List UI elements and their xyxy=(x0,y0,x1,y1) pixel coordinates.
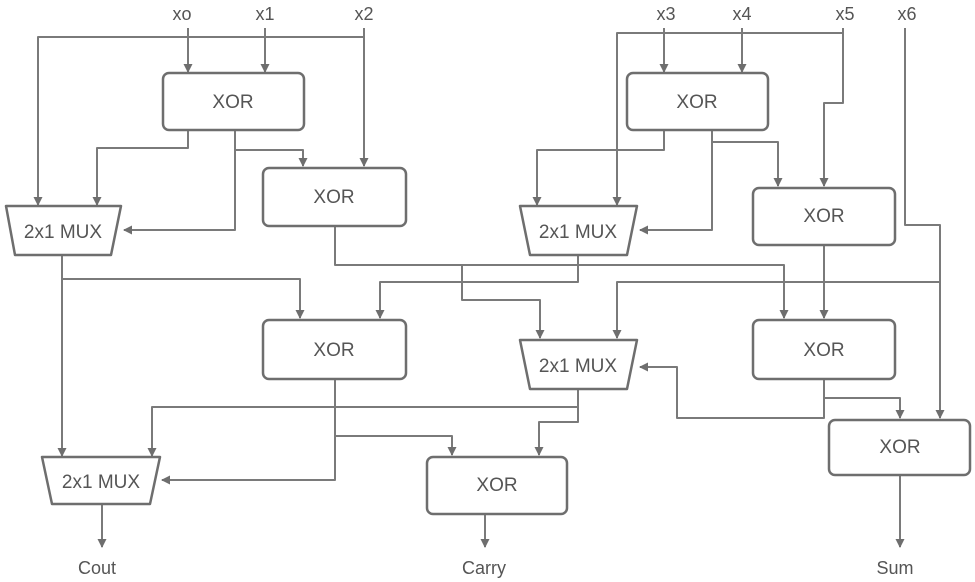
xor-gate-f-label: XOR xyxy=(803,340,844,361)
output-label-cout: Cout xyxy=(78,558,116,578)
xor-gate-g: XOR xyxy=(425,455,569,516)
xor-gate-g-label: XOR xyxy=(476,475,517,496)
wire-mux-c-to-xor-g xyxy=(534,390,579,456)
wire-xor-c-to-xor-d xyxy=(711,131,783,187)
wire-xor-c-to-mux-b xyxy=(639,131,713,235)
mux-b-label: 2x1 MUX xyxy=(539,222,617,243)
wire-xor-f-to-mux-c xyxy=(639,362,825,419)
wire-xor-e-to-cout-mux xyxy=(161,380,336,485)
input-label-x1: x1 xyxy=(255,4,274,24)
xor-gate-d-label: XOR xyxy=(803,206,844,227)
mux-c: 2x1 MUX xyxy=(518,338,639,391)
xor-gate-c-label: XOR xyxy=(676,92,717,113)
output-label-carry: Carry xyxy=(462,558,506,578)
wire-xor-a-to-xor-b xyxy=(234,131,308,167)
io-labels: xo x1 x2 x3 x4 x5 x6 Cout Carry Sum xyxy=(78,4,917,578)
input-label-x5: x5 xyxy=(835,4,854,24)
wire-x6-to-xor-h xyxy=(904,28,945,419)
wire-x5-to-mux-b xyxy=(612,28,844,206)
wire-mux-b-to-xor-e xyxy=(375,256,579,319)
xor-gate-h: XOR xyxy=(827,418,972,477)
wire-xor-a-to-mux-a xyxy=(123,131,236,235)
wire-xor-b-to-xor-f xyxy=(334,227,789,319)
mux-a: 2x1 MUX xyxy=(4,204,123,257)
xor-gate-a: XOR xyxy=(161,71,306,132)
input-label-x2: x2 xyxy=(354,4,373,24)
input-label-x3: x3 xyxy=(656,4,675,24)
xor-gate-d: XOR xyxy=(751,186,897,247)
gates: XOR XOR XOR XOR XOR XOR XOR XOR xyxy=(4,71,972,516)
wire-xor-e-to-xor-g xyxy=(335,435,457,456)
xor-gate-b-label: XOR xyxy=(313,187,354,208)
mux-d: 2x1 MUX xyxy=(40,455,162,506)
wire-split-to-mux-c xyxy=(461,265,545,339)
mux-b: 2x1 MUX xyxy=(518,204,639,257)
wire-x6-to-mux-c xyxy=(612,281,940,339)
wires xyxy=(33,28,945,548)
xor-gate-b: XOR xyxy=(261,166,408,228)
output-label-sum: Sum xyxy=(876,558,913,578)
xor-gate-h-label: XOR xyxy=(879,437,920,458)
input-label-x4: x4 xyxy=(732,4,751,24)
xor-gate-a-label: XOR xyxy=(212,92,253,113)
xor-gate-e-label: XOR xyxy=(313,340,354,361)
wire-mux-a-to-xor-e xyxy=(62,278,305,319)
mux-d-label: 2x1 MUX xyxy=(62,472,140,493)
wire-x5-to-xor-d xyxy=(819,33,844,187)
xor-gate-e: XOR xyxy=(261,318,408,381)
wire-xor-f-to-xor-h xyxy=(823,380,905,419)
input-label-xo: xo xyxy=(172,4,191,24)
xor-gate-c: XOR xyxy=(625,71,770,132)
mux-c-label: 2x1 MUX xyxy=(539,356,617,377)
wire-x2-to-mux-a xyxy=(33,36,364,206)
xor-gate-f: XOR xyxy=(751,318,897,381)
wire-mux-c-to-cout-mux xyxy=(147,390,579,457)
input-label-x6: x6 xyxy=(897,4,916,24)
mux-a-label: 2x1 MUX xyxy=(24,222,102,243)
